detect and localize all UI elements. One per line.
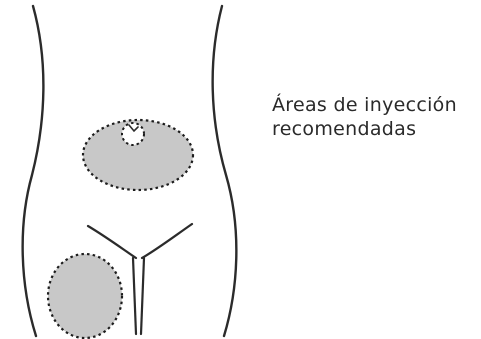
- caption-line-2: recomendadas: [272, 118, 417, 141]
- caption: Áreas de inyección recomendadas: [272, 93, 477, 141]
- abdomen-injection-zone: [81, 118, 195, 192]
- thigh-injection-zone: [46, 252, 124, 339]
- caption-line-1: Áreas de inyección: [272, 94, 457, 116]
- inner-thigh-line-right: [139, 256, 146, 336]
- inner-thigh-line-left: [131, 256, 138, 336]
- groin-line-left: [86, 224, 138, 260]
- groin-line-right: [140, 222, 194, 260]
- left-body-outline: [21, 4, 45, 338]
- right-body-outline: [211, 4, 238, 338]
- navel-mark: [128, 124, 139, 133]
- navel-exclusion-zone: [121, 122, 145, 146]
